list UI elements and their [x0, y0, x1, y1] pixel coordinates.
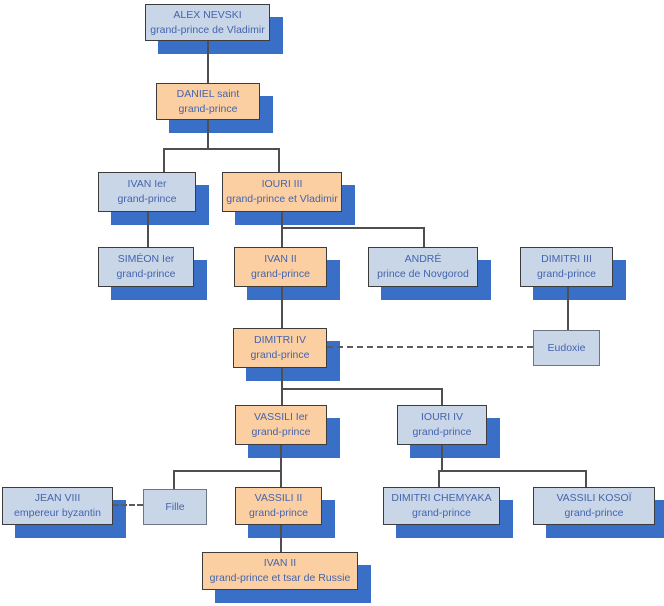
node-subtitle: grand-prince [564, 507, 624, 519]
node-vassili-1er: VASSILI Ier grand-prince [235, 405, 340, 458]
node-subtitle: grand-prince de Vladimir [150, 23, 265, 36]
node-title: IVAN II [264, 253, 297, 266]
node-andre: ANDRÉ prince de Novgorod [368, 247, 491, 300]
node-title: DIMITRI IV [254, 334, 306, 347]
node-ivan-2-tsar: IVAN II grand-prince et tsar de Russie [202, 552, 371, 603]
node-alex-nevski: ALEX NEVSKI grand-prince de Vladimir [145, 4, 283, 54]
node-ivan-1er: IVAN Ier grand-prince [98, 172, 209, 225]
node-simeon-1er: SIMÉON Ier grand-prince [98, 247, 207, 300]
connector-ivan1er-simeon [147, 212, 149, 247]
node-title: IVAN Ier [127, 178, 167, 191]
connector-drop-kosoi [585, 470, 587, 487]
node-subtitle: empereur byzantin [14, 507, 101, 519]
node-subtitle: grand-prince [116, 268, 176, 280]
node-subtitle: grand-prince [537, 268, 596, 280]
node-title: IOURI III [261, 178, 303, 191]
connector-daniel-stub [207, 120, 209, 148]
connector-dashed-jean8-fille [113, 504, 143, 506]
node-eudoxie: Eudoxie [533, 330, 600, 366]
connector-drop-iouri3 [278, 148, 280, 172]
node-title: VASSILI II [254, 492, 303, 505]
node-title: DANIEL saint [176, 87, 240, 100]
node-ivan-2: IVAN II grand-prince [234, 247, 340, 300]
node-subtitle: grand-prince [412, 426, 472, 438]
node-title: DIMITRI CHEMYAKA [391, 492, 492, 505]
connector-dimitri3-eudoxie [567, 287, 569, 330]
node-subtitle: grand-prince [251, 426, 311, 438]
node-title: Eudoxie [547, 341, 586, 354]
node-title: SIMÉON Ier [117, 253, 175, 266]
node-iouri-4: IOURI IV grand-prince [397, 405, 500, 458]
node-subtitle: prince de Novgorod [377, 268, 469, 280]
connector-vassili1er-vassili2 [280, 445, 282, 487]
node-subtitle: grand-prince [117, 193, 177, 205]
node-title: ALEX NEVSKI [173, 8, 242, 21]
connector-vassili2-ivan2tsar [280, 525, 282, 552]
connector-iouri4-stub [441, 445, 443, 470]
node-vassili-2: VASSILI II grand-prince [235, 487, 335, 538]
connector-rail-iouri3-children [281, 227, 423, 229]
connector-rail-dimitri4-children [281, 388, 441, 390]
connector-drop-ivan1er [163, 148, 165, 172]
node-title: DIMITRI III [541, 253, 592, 266]
node-title: IOURI IV [420, 411, 463, 424]
connector-dimitri4-vassili1er [281, 368, 283, 405]
connector-ivan2-dimitri4 [281, 287, 283, 328]
node-subtitle: grand-prince [249, 507, 308, 519]
node-subtitle: grand-prince [250, 349, 310, 361]
node-title: IVAN II [263, 557, 297, 570]
node-dimitri-4: DIMITRI IV grand-prince [233, 328, 340, 381]
connector-drop-chemyaka [438, 470, 440, 487]
node-subtitle: grand-prince [412, 507, 471, 519]
node-subtitle: grand-prince et Vladimir [226, 193, 338, 205]
connector-drop-iouri4 [441, 388, 443, 405]
connector-drop-fille [173, 470, 175, 489]
connector-alex-daniel [207, 41, 209, 83]
connector-rail-vassili1er-children [173, 470, 280, 472]
node-title: VASSILI KOSOÏ [556, 492, 632, 505]
node-fille: Fille [143, 489, 207, 525]
node-dimitri-chemyaka: DIMITRI CHEMYAKA grand-prince [383, 487, 513, 538]
node-subtitle: grand-prince et tsar de Russie [209, 572, 351, 584]
node-daniel: DANIEL saint grand-prince [156, 83, 273, 133]
connector-drop-andre [423, 227, 425, 247]
node-title: VASSILI Ier [253, 411, 309, 424]
connector-rail-iouri4-children [438, 470, 585, 472]
node-subtitle: grand-prince [251, 268, 310, 280]
node-title: Fille [165, 500, 185, 513]
node-vassili-kosoi: VASSILI KOSOÏ grand-prince [533, 487, 664, 538]
node-iouri-3: IOURI III grand-prince et Vladimir [222, 172, 355, 225]
node-jean-8: JEAN VIII empereur byzantin [2, 487, 126, 538]
connector-rail-daniel-children [163, 148, 279, 150]
node-title: JEAN VIII [34, 492, 81, 505]
connector-iouri3-ivan2 [281, 212, 283, 247]
node-title: ANDRÉ [404, 253, 442, 266]
node-subtitle: grand-prince [178, 102, 238, 115]
connector-dashed-dimitri4-eudoxie [327, 346, 533, 348]
node-dimitri-3: DIMITRI III grand-prince [520, 247, 626, 300]
